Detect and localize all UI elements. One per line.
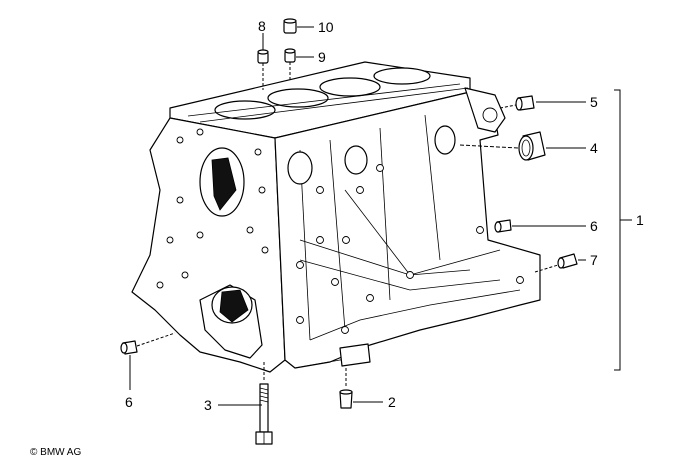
callout-9: 9 — [318, 49, 326, 65]
callout-3: 3 — [204, 397, 212, 413]
part-8-dowel — [257, 49, 269, 90]
copyright-label: © BMW AG — [30, 447, 81, 458]
part-9-dowel — [284, 48, 296, 82]
part-7-dowel — [534, 253, 578, 273]
part-6-dowel-left — [120, 332, 176, 355]
callout-7: 7 — [590, 252, 598, 268]
part-10-sleeve — [283, 18, 297, 34]
callout-8: 8 — [258, 18, 266, 34]
part-3-bolt — [255, 362, 273, 445]
part-4-sealing-cap — [459, 131, 546, 161]
callout-1: 1 — [636, 212, 644, 228]
callout-6-right: 6 — [590, 218, 598, 234]
callout-4: 4 — [590, 140, 598, 156]
part-2-plug — [339, 368, 353, 409]
leader-lines — [129, 26, 632, 406]
callout-6-left: 6 — [125, 394, 133, 410]
part-5-plug — [499, 95, 535, 111]
callout-10: 10 — [318, 19, 334, 35]
part-6-plug-right — [494, 219, 512, 233]
engine-block — [131, 61, 541, 373]
callout-2: 2 — [388, 394, 396, 410]
callout-5: 5 — [590, 94, 598, 110]
